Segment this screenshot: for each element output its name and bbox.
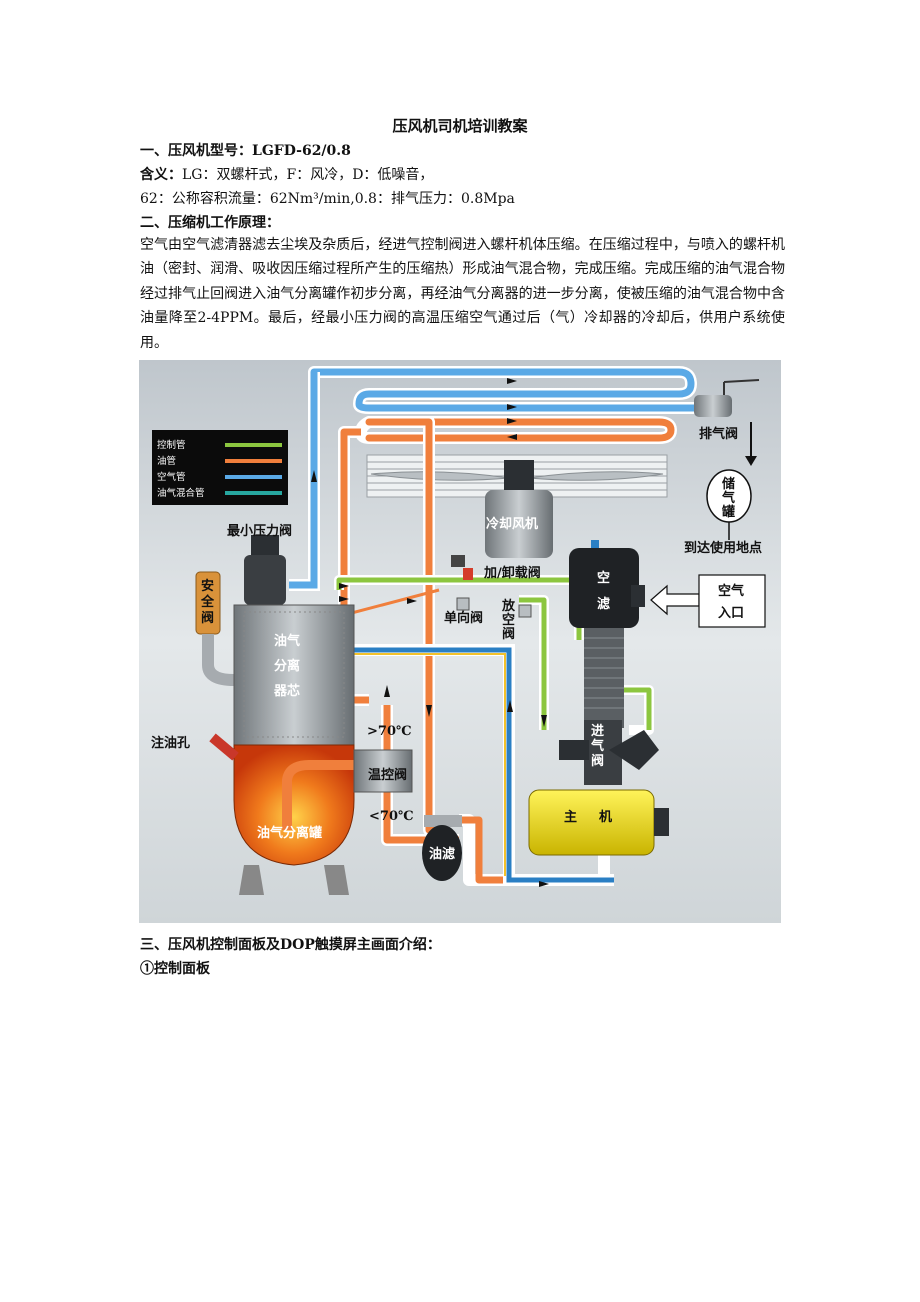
intake-valve-char-3: 阀 xyxy=(591,753,604,769)
thermostat-valve-label: 温控阀 xyxy=(368,767,407,783)
temp-low-label: <70℃ xyxy=(369,809,414,824)
section2-heading: 二、压缩机工作原理： xyxy=(140,215,280,231)
load-valve-label: 加/卸载阀 xyxy=(483,565,541,581)
tank-char-3: 罐 xyxy=(721,504,735,520)
destination-label: 到达使用地点 xyxy=(684,540,762,556)
min-pressure-valve xyxy=(244,535,286,605)
safety-valve-char-2: 全 xyxy=(200,594,215,610)
mixture-pipe xyxy=(354,644,614,886)
oil-filter-label: 油滤 xyxy=(429,846,455,862)
intake-valve xyxy=(559,720,659,785)
air-inlet-char-1: 空气 xyxy=(718,583,744,599)
principle-paragraph: 空气由空气滤清器滤去尘埃及杂质后，经进气控制阀进入螺杆机体压缩。在压缩过程中，与… xyxy=(140,237,785,351)
vent-valve-char-1: 放 xyxy=(501,598,516,614)
legend-label-control: 控制管 xyxy=(157,439,186,451)
check-valve-label: 单向阀 xyxy=(444,610,483,626)
cooler-coil xyxy=(308,366,700,444)
load-valve xyxy=(451,555,473,580)
meaning-line: 含义：LG：双螺杆式，F：风冷，D：低噪音， xyxy=(140,164,433,184)
section1-heading: 一、压风机型号：LGFD-62/0.8 xyxy=(140,143,351,159)
exhaust-valve xyxy=(694,379,760,417)
section3-subheading: ①控制面板 xyxy=(140,961,210,977)
cooling-fan-label: 冷却风机 xyxy=(486,516,538,532)
legend-label-mix: 油气混合管 xyxy=(157,487,205,499)
meaning-text: LG：双螺杆式，F：风冷，D：低噪音， xyxy=(182,167,434,183)
oil-filter xyxy=(422,815,462,881)
separator-core-char-2: 分离 xyxy=(274,658,300,674)
separator-tank xyxy=(233,604,374,895)
intake-valve-char-2: 气 xyxy=(591,738,604,754)
main-compressor xyxy=(528,789,669,856)
flow-arrows xyxy=(311,378,549,887)
oil-fill-hole-label: 注油孔 xyxy=(151,735,190,751)
temp-high-label: >70℃ xyxy=(367,724,412,739)
air-filter-char-2: 滤 xyxy=(597,596,610,612)
section3-heading: 三、压风机控制面板及DOP触摸屏主画面介绍： xyxy=(140,937,441,953)
separator-tank-label: 油气分离罐 xyxy=(257,825,322,841)
air-tank: 储 气 罐 xyxy=(706,469,752,523)
separator-core-char-1: 油气 xyxy=(274,633,300,649)
legend-label-air: 空气管 xyxy=(157,471,186,483)
meaning-label: 含义： xyxy=(140,167,182,183)
main-unit-char-2: 机 xyxy=(599,809,612,825)
main-unit-char-1: 主 xyxy=(564,809,577,825)
tank-char-2: 气 xyxy=(722,490,735,506)
thermostat-valve xyxy=(353,749,413,793)
fan-blades xyxy=(370,471,664,481)
cooling-fan-motor xyxy=(485,460,553,558)
oil-fill-pipe xyxy=(209,733,239,761)
air-filter-char-1: 空 xyxy=(597,570,610,586)
air-inlet-box xyxy=(698,574,766,628)
spec-line: 62：公称容积流量：62Nm³/min,0.8：排气压力：0.8Mpa xyxy=(140,191,515,207)
page-title: 压风机司机培训教案 xyxy=(392,117,528,135)
vent-valve xyxy=(518,604,532,618)
min-pressure-valve-label: 最小压力阀 xyxy=(227,523,292,539)
intake-valve-char-1: 进 xyxy=(591,724,604,739)
vent-valve-char-2: 空 xyxy=(502,612,515,628)
legend-label-oil: 油管 xyxy=(157,455,176,467)
legend: 控制管 油管 空气管 油气混合管 xyxy=(152,430,288,505)
air-inlet-char-2: 入口 xyxy=(718,606,744,621)
safety-valve-char-1: 安 xyxy=(201,578,214,594)
vent-valve-char-3: 阀 xyxy=(502,626,515,642)
exhaust-valve-label: 排气阀 xyxy=(699,426,738,442)
air-filter xyxy=(569,540,645,728)
compressor-flow-diagram: 排气阀 储 气 罐 到达使用地点 冷却风机 控制管 油管 空气管 油气混合管 xyxy=(139,360,781,923)
tank-char-1: 储 xyxy=(721,476,735,492)
safety-valve-char-3: 阀 xyxy=(201,610,214,626)
check-valve xyxy=(456,597,470,611)
separator-core-char-3: 器芯 xyxy=(273,683,300,699)
